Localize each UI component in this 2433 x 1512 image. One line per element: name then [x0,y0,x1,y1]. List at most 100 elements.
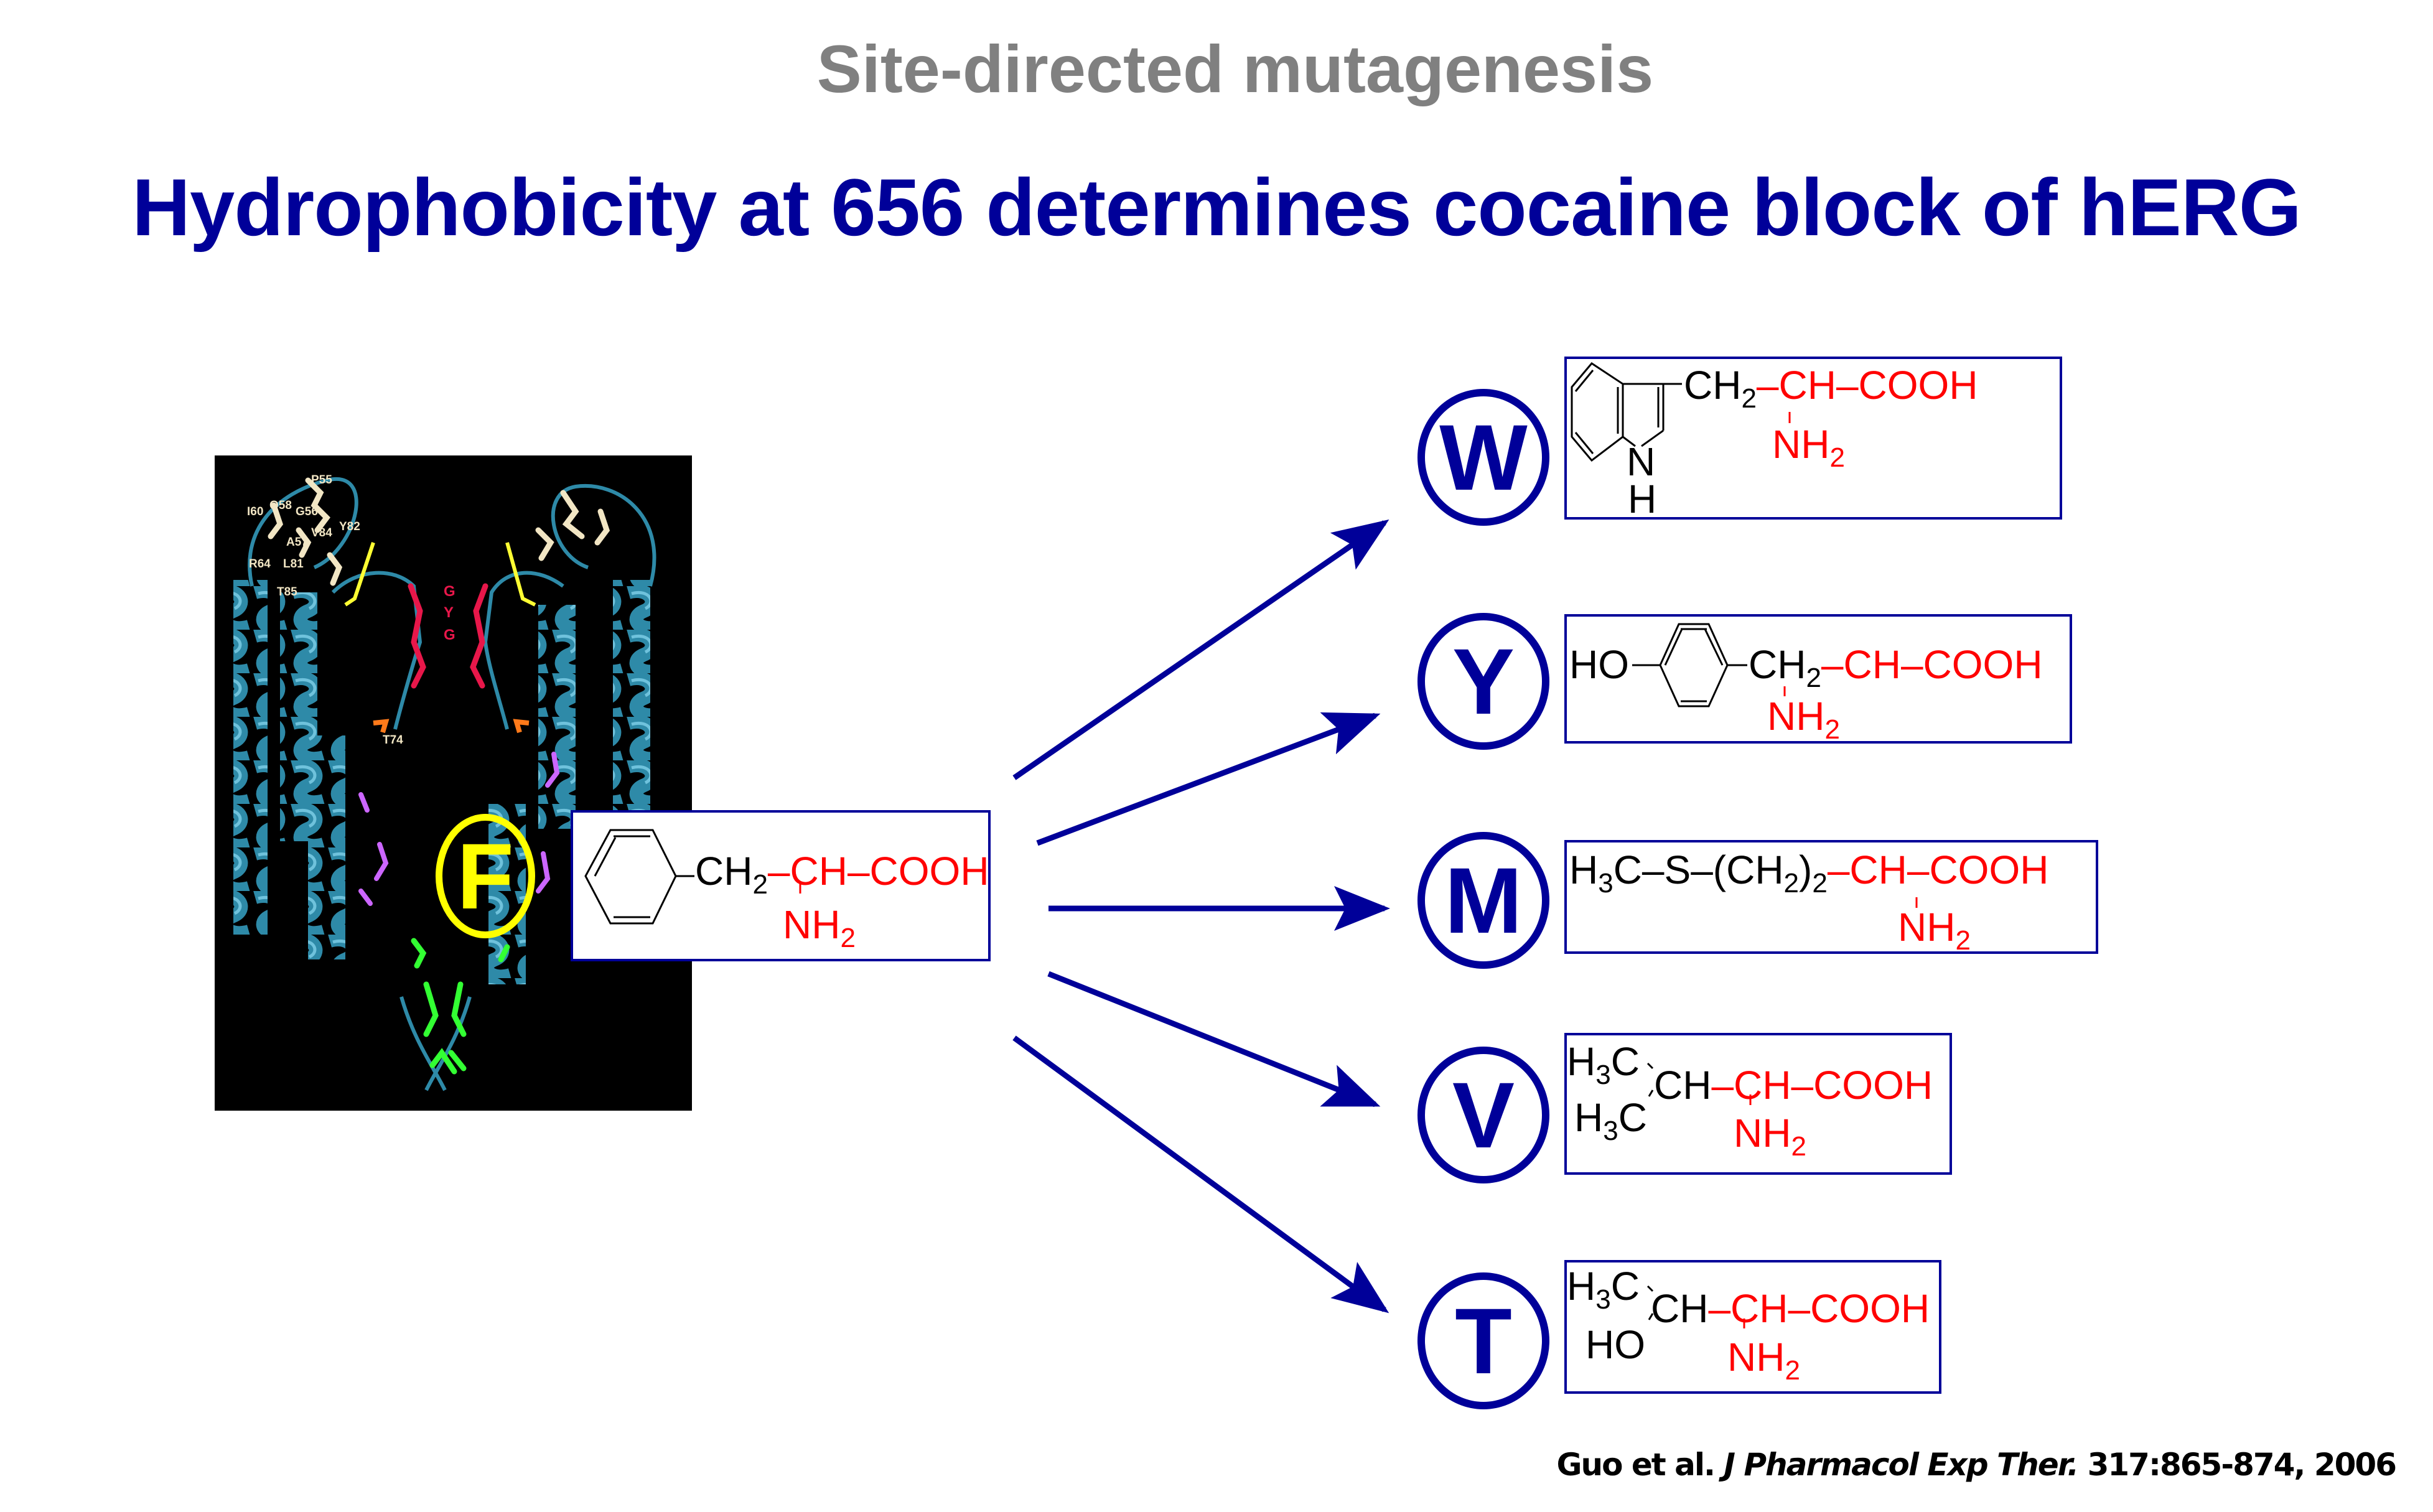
label-filter-g2: G [444,627,455,643]
phenylalanine-structure-box: CH2–CH–COOH NH2 [571,810,991,961]
met-outer-sub: 2 [1812,868,1828,898]
arrow-to-w [1012,519,1389,780]
tyr-bond-2: – [1900,642,1923,687]
trp-ring-h: H [1628,477,1657,521]
trp-ch: CH [1778,363,1836,408]
label-l81: L81 [283,558,304,571]
val-amine: NH2 [1734,1113,1806,1160]
helix-outer-left [233,580,268,935]
trp-ch2: CH [1684,363,1742,408]
label-t85: T85 [277,586,297,599]
thr-mid-ch: CH [1651,1286,1709,1331]
methionine-structure-box: H3C–S–(CH2)2–CH–COOH NH2 [1564,840,2098,954]
tyrosine-structure-box: HO CH2–CH–COOH NH2 [1564,614,2072,744]
val-ch3-bottom: H3C [1574,1098,1647,1145]
trp-cooh: COOH [1858,363,1978,408]
arrow-to-v [1047,971,1381,1108]
label-q58: Q58 [269,499,292,512]
citation: Guo et al. J Pharmacol Exp Ther. 317:865… [1556,1447,2397,1483]
val-bond-2: – [1791,1063,1814,1108]
thr-bond-1: – [1708,1286,1731,1331]
tyr-amine: NH2 [1767,696,1840,744]
met-h: H [1569,847,1599,892]
f656-highlight-circle: F [436,814,535,938]
met-nh-sub: 2 [1955,925,1971,956]
trp-ch2-sub: 2 [1741,383,1757,414]
met-bond-1: – [1827,847,1850,892]
met-bond-drawing [1915,897,1918,908]
citation-journal: J Pharmacol Exp Ther. [1724,1447,2079,1483]
val-bot-h: H [1574,1095,1604,1140]
met-formula: H3C–S–(CH2)2–CH–COOH [1569,850,2048,897]
herg-protein-structure-image: P55 Q58 G56 I60 Y82 V84 A57 R64 L81 T85 … [215,455,692,1111]
phe-ch2-sub: 2 [752,869,768,900]
val-ch3-top: H3C [1567,1042,1640,1089]
selectivity-filter-sticks [408,583,488,689]
loop-residue-sticks [268,477,610,586]
helix-inner-left [280,592,345,959]
thr-cooh: COOH [1810,1286,1930,1331]
met-nh: NH [1898,905,1956,950]
y82-residue-right [505,542,536,607]
trp-formula: CH2–CH–COOH [1684,365,1978,413]
t74-residue [373,719,390,734]
thr-nh-sub: 2 [1785,1355,1800,1386]
label-i60: I60 [247,505,263,518]
thr-bond-2: – [1788,1286,1811,1331]
pore-residue-sticks [358,752,560,906]
indole-ring-drawing [1571,362,1791,462]
mutant-letter-y: Y [1452,629,1515,734]
label-v84: V84 [311,526,332,539]
mutant-letter-w: W [1439,405,1528,510]
slide-subtitle: Site-directed mutagenesis [816,31,1654,106]
trp-nh: NH [1772,422,1830,467]
val-formula: CH–CH–COOH [1654,1065,1933,1105]
val-bond-drawing [1646,1062,1752,1105]
protein-ribbon-drawing: P55 Q58 G56 I60 Y82 V84 A57 R64 L81 T85 … [233,474,656,1091]
phe-nh: NH [783,902,841,947]
val-ch: CH [1734,1063,1791,1108]
label-filter-y: Y [444,604,454,621]
trp-ring-n: N [1627,439,1656,484]
thr-bond-drawing [1646,1285,1745,1328]
met-ch: CH [1849,847,1907,892]
phe-nh-sub: 2 [840,923,856,953]
f656-letter: F [457,823,514,928]
tyr-ho: HO [1569,642,1629,687]
mutant-badge-t: T [1417,1272,1549,1409]
mutant-badge-m: M [1417,832,1549,969]
citation-authors: Guo et al. [1556,1447,1724,1483]
met-inner-sub: 2 [1783,868,1800,898]
val-cooh: COOH [1813,1063,1933,1108]
bottom-residue-sticks [411,938,510,1075]
val-top-c: C [1610,1039,1640,1084]
phe-ch: CH [790,849,848,894]
val-bond-1: – [1711,1063,1734,1108]
arrow-to-y [1036,712,1381,846]
phe-bond-1: – [767,849,790,894]
tyr-ch2-sub: 2 [1806,663,1821,693]
val-top-h: H [1567,1039,1596,1084]
tyr-formula: CH2–CH–COOH [1749,645,2043,692]
y82-residue [344,542,375,607]
phe-bond-2: – [847,849,870,894]
tyr-ch2: CH [1749,642,1806,687]
met-cs: C–S–(CH [1613,847,1784,892]
thr-top-c: C [1610,1264,1640,1309]
arrow-to-t [1012,1035,1389,1314]
label-filter-g1: G [444,583,455,600]
met-close: ) [1799,847,1813,892]
met-cooh: COOH [1929,847,2049,892]
label-t74: T74 [383,734,403,747]
val-nh-sub: 2 [1791,1131,1806,1162]
val-mid-ch: CH [1654,1063,1712,1108]
tyr-ch: CH [1843,642,1901,687]
met-amine: NH2 [1898,907,1971,954]
trp-amine: NH2 [1772,424,1845,472]
valine-structure-box: H3C H3C CH–CH–COOH NH2 [1564,1033,1952,1175]
thr-top-sub: 3 [1595,1284,1611,1315]
met-bond-2: – [1907,847,1930,892]
label-y82: Y82 [339,520,360,533]
phenol-ring-drawing [1632,623,1786,707]
